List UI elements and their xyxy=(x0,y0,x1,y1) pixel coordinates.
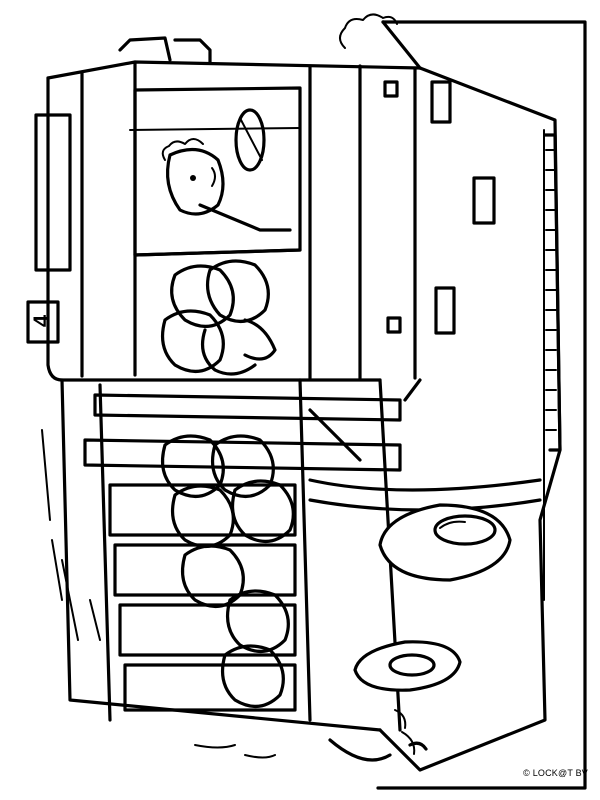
tree-foliage xyxy=(339,13,398,49)
door-strip xyxy=(308,378,422,462)
motion-lines xyxy=(41,429,101,641)
steering-wheel xyxy=(234,108,266,172)
bus-face xyxy=(328,709,428,762)
front-wheel xyxy=(378,503,512,582)
front-grille xyxy=(543,133,562,452)
side-vents xyxy=(383,80,496,335)
passengers-side xyxy=(161,434,295,708)
route-sign-label: 4 xyxy=(29,314,54,328)
wind-lines xyxy=(194,744,276,759)
driver xyxy=(161,138,292,232)
windshield xyxy=(129,86,302,257)
sidewalk xyxy=(376,20,587,790)
route-sign-box xyxy=(26,300,60,344)
rear-wheel xyxy=(353,640,462,692)
copyright-text: © LOCK@T BV xyxy=(523,768,588,778)
side-windows xyxy=(108,483,297,712)
destination-sign xyxy=(34,113,72,272)
passengers-front xyxy=(161,259,277,376)
side-mirror xyxy=(118,36,212,64)
roof-window-band xyxy=(83,393,402,472)
